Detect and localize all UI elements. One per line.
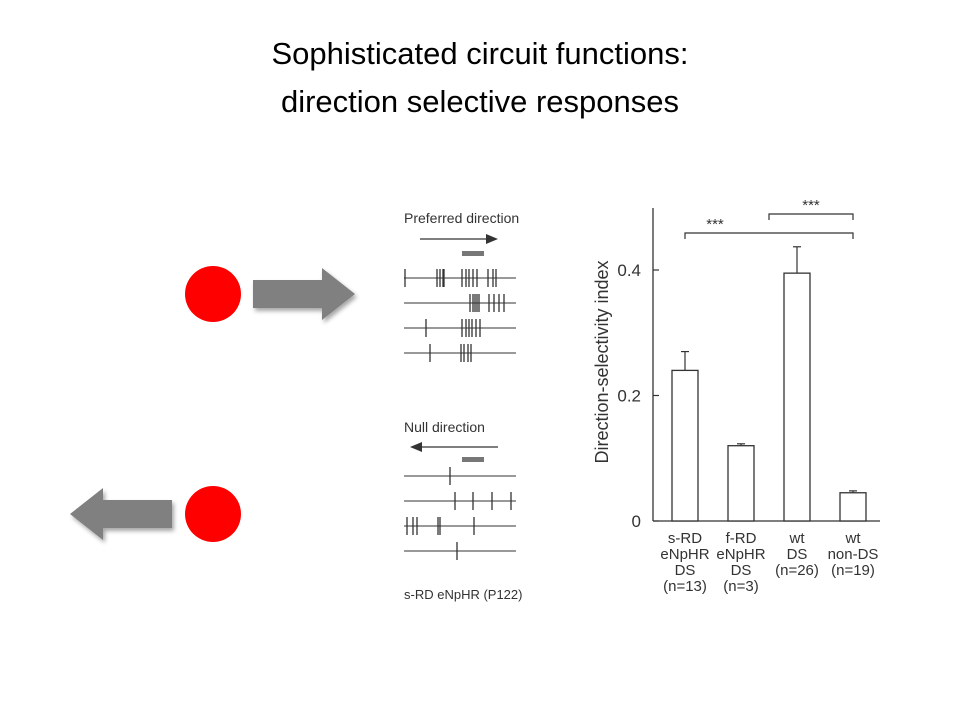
x-tick-label: eNpHR	[716, 546, 765, 563]
dsi-bar-chart: 00.20.4 ****** s-RDeNpHRDS(n=13)f-RDeNpH…	[592, 197, 880, 595]
spike-traces-preferred	[404, 269, 516, 362]
bar	[727, 445, 755, 522]
slide-title-line-2: direction selective responses	[280, 84, 680, 119]
direction-arrowhead-right-icon	[486, 234, 498, 244]
panel-caption: s-RD eNpHR (P122)	[404, 587, 522, 602]
spike-panel-preferred: Preferred direction	[404, 210, 519, 362]
x-tick-label: DS	[787, 546, 808, 563]
block-arrow-right-icon	[253, 268, 355, 320]
panel-label-null: Null direction	[404, 419, 485, 435]
significance-bracket	[684, 232, 854, 239]
x-tick-label: eNpHR	[660, 546, 709, 563]
panel-label-preferred: Preferred direction	[404, 210, 519, 226]
x-tick-label: wt	[789, 530, 806, 547]
significance-brackets: *** ***	[684, 197, 854, 239]
x-tick-label: (n=26)	[775, 562, 819, 579]
x-tick-label: f-RD	[726, 530, 757, 547]
motion-illustration	[70, 266, 355, 542]
x-tick-label: (n=3)	[723, 578, 758, 595]
spike-panel-null: Null direction s-RD eNpHR (P122)	[404, 419, 522, 602]
x-tick-label: wt	[845, 530, 862, 547]
stimulus-dot-null	[185, 486, 241, 542]
x-tick-label: s-RD	[668, 530, 702, 547]
x-tick-labels: s-RDeNpHRDS(n=13)f-RDeNpHRDS(n=3)wtDS(n=…	[660, 530, 878, 595]
y-axis-label: Direction-selectivity index	[592, 260, 612, 463]
y-tick-label: 0	[632, 512, 641, 531]
direction-arrowhead-left-icon	[410, 442, 422, 452]
stimulus-bar	[462, 251, 484, 256]
x-tick-label: DS	[731, 562, 752, 579]
chart-bars	[671, 246, 867, 522]
x-tick-label: DS	[675, 562, 696, 579]
significance-bracket	[768, 213, 854, 220]
spike-traces-null	[404, 467, 516, 560]
bar	[839, 492, 867, 522]
stimulus-bar	[462, 457, 484, 462]
significance-label: ***	[802, 197, 820, 214]
x-tick-label: (n=19)	[831, 562, 875, 579]
stimulus-dot-preferred	[185, 266, 241, 322]
x-tick-label: (n=13)	[663, 578, 707, 595]
y-tick-label: 0.4	[617, 261, 641, 280]
x-tick-label: non-DS	[828, 546, 879, 563]
block-arrow-left-icon	[70, 488, 172, 540]
significance-label: ***	[706, 216, 724, 233]
bar	[671, 369, 699, 522]
slide-title-line-1: Sophisticated circuit functions:	[271, 36, 689, 71]
bar	[783, 272, 811, 522]
y-tick-label: 0.2	[617, 387, 641, 406]
